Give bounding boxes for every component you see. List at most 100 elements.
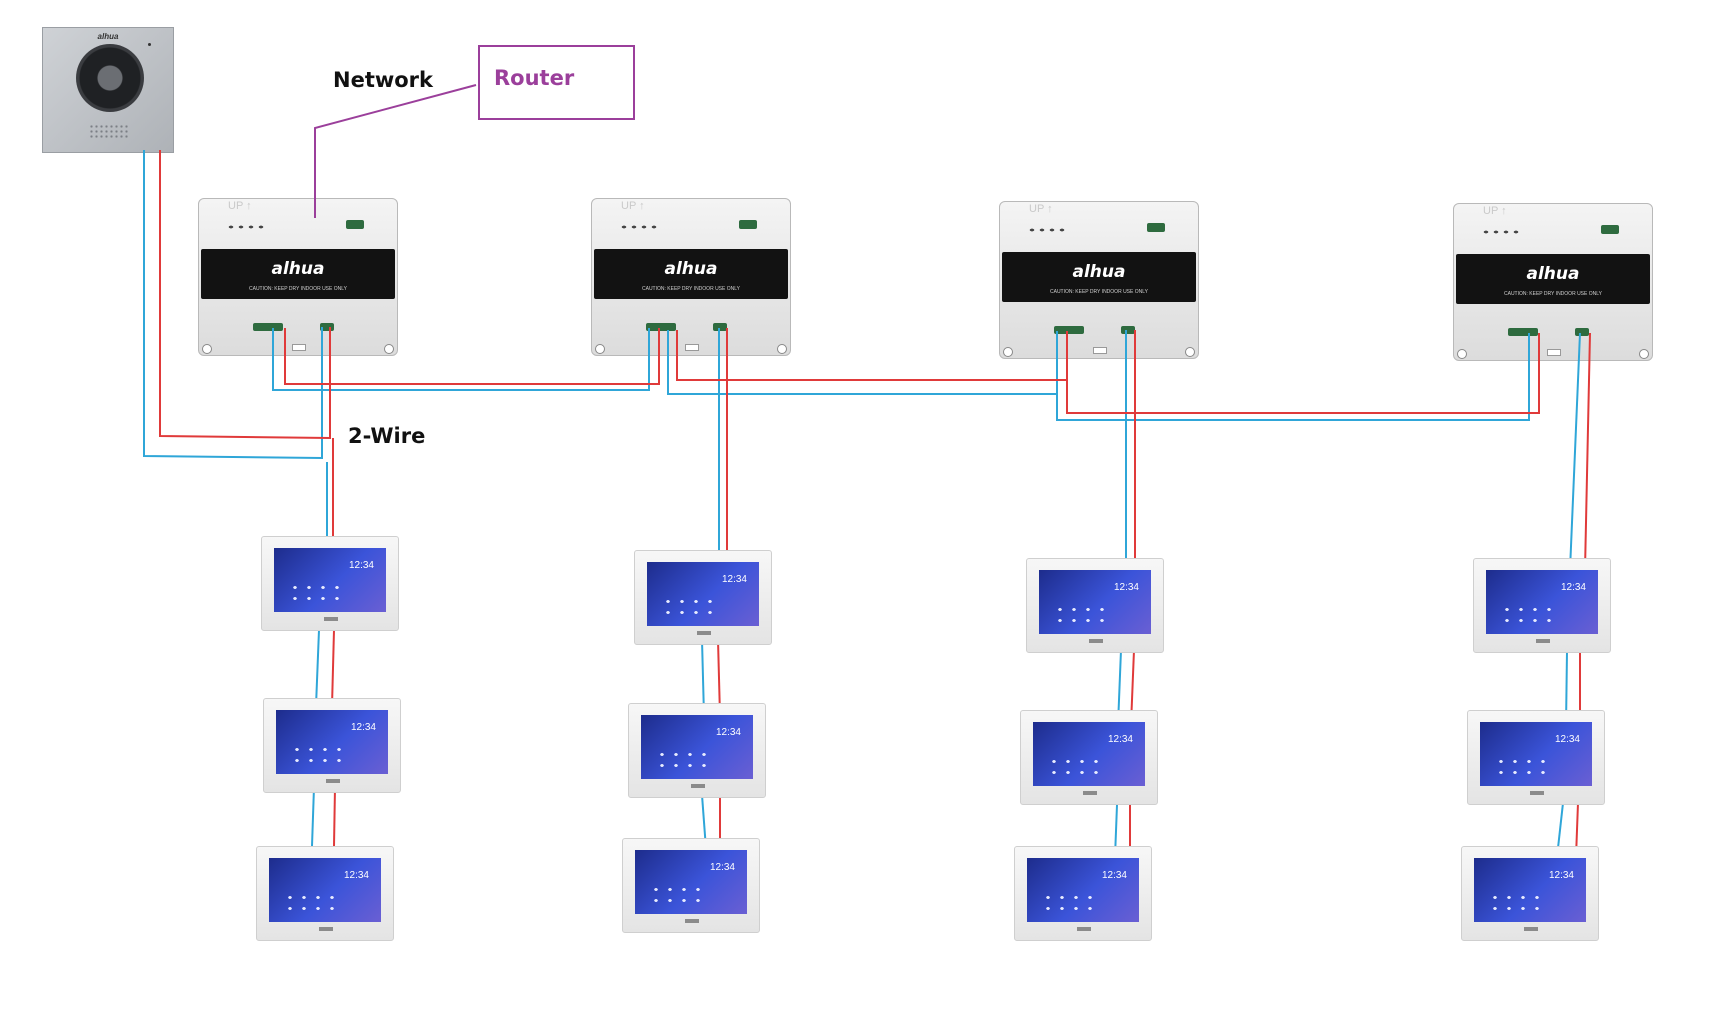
app-icons <box>283 892 343 914</box>
monitor-logo <box>326 779 340 783</box>
monitor-screen: 12:34 <box>635 850 747 914</box>
distributor-3: UP ↑ alhua CAUTION: KEEP DRY INDOOR USE … <box>999 201 1199 359</box>
monitor-screen: 12:34 <box>1027 858 1139 922</box>
terminal-out <box>320 323 334 331</box>
monitor-screen: 12:34 <box>1033 722 1145 786</box>
distributor-panel: alhua CAUTION: KEEP DRY INDOOR USE ONLY <box>1456 254 1650 304</box>
indoor-monitor: 12:34 <box>1467 710 1605 805</box>
distributor-caution: CAUTION: KEEP DRY INDOOR USE ONLY <box>1504 291 1602 297</box>
speaker-grill <box>89 124 129 138</box>
app-icons <box>288 582 348 604</box>
distributor-caution: CAUTION: KEEP DRY INDOOR USE ONLY <box>249 286 347 292</box>
indoor-monitor: 12:34 <box>1473 558 1611 653</box>
monitor-screen: 12:34 <box>641 715 753 779</box>
distributor-logo: alhua <box>664 259 718 279</box>
monitor-logo <box>324 617 338 621</box>
app-icons <box>649 884 709 906</box>
monitor-screen: 12:34 <box>1039 570 1151 634</box>
terminal-out <box>1121 326 1135 334</box>
distributor-switch <box>346 220 364 229</box>
distributor-up-label: UP ↑ <box>621 200 645 212</box>
distributor-logo: alhua <box>1526 264 1580 284</box>
mount-hole <box>1003 347 1013 357</box>
monitor-logo <box>319 927 333 931</box>
distributor-logo: alhua <box>271 259 325 279</box>
monitor-screen: 12:34 <box>647 562 759 626</box>
app-icons <box>661 596 721 618</box>
distributor-logo: alhua <box>1072 262 1126 282</box>
router-label: Router <box>494 66 575 90</box>
monitor-logo <box>697 631 711 635</box>
monitor-logo <box>1077 927 1091 931</box>
monitor-logo <box>691 784 705 788</box>
network-label: Network <box>333 68 434 92</box>
mount-hole <box>1457 349 1467 359</box>
indoor-monitor: 12:34 <box>634 550 772 645</box>
app-icons <box>1047 756 1107 778</box>
mount-hole <box>202 344 212 354</box>
mount-hole <box>595 344 605 354</box>
distributor-switch <box>739 220 757 229</box>
network-cable <box>314 84 477 218</box>
terminal-updown <box>253 323 283 331</box>
app-icons <box>1494 756 1554 778</box>
terminal-out <box>1575 328 1589 336</box>
terminal-updown <box>1508 328 1538 336</box>
indoor-monitor: 12:34 <box>1014 846 1152 941</box>
distributor-slot <box>685 344 699 351</box>
door-station-brand: alhua <box>97 32 119 41</box>
distributor-slot <box>1093 347 1107 354</box>
app-icons <box>1053 604 1113 626</box>
indoor-monitor: 12:34 <box>263 698 401 793</box>
distributor-2: UP ↑ alhua CAUTION: KEEP DRY INDOOR USE … <box>591 198 791 356</box>
distributor-leds <box>226 224 266 230</box>
monitor-screen: 12:34 <box>274 548 386 612</box>
app-icons <box>1488 892 1548 914</box>
terminal-updown <box>646 323 676 331</box>
indoor-monitor: 12:34 <box>1026 558 1164 653</box>
monitor-time: 12:34 <box>1107 734 1133 745</box>
distributor-switch <box>1601 225 1619 234</box>
monitor-logo <box>685 919 699 923</box>
distributor-leds <box>1027 227 1067 233</box>
indoor-monitor: 12:34 <box>261 536 399 631</box>
monitor-time: 12:34 <box>1548 870 1574 881</box>
distributor-up-label: UP ↑ <box>228 200 252 212</box>
door-station: alhua <box>42 27 174 153</box>
monitor-time: 12:34 <box>1101 870 1127 881</box>
monitor-time: 12:34 <box>1560 582 1586 593</box>
distributor-panel: alhua CAUTION: KEEP DRY INDOOR USE ONLY <box>201 249 395 299</box>
router-box: Router <box>478 45 635 120</box>
app-icons <box>290 744 350 766</box>
monitor-time: 12:34 <box>715 727 741 738</box>
mount-hole <box>777 344 787 354</box>
monitor-time: 12:34 <box>709 862 735 873</box>
monitor-logo <box>1524 927 1538 931</box>
indoor-monitor: 12:34 <box>622 838 760 933</box>
distributor-leds <box>619 224 659 230</box>
distributor-caution: CAUTION: KEEP DRY INDOOR USE ONLY <box>642 286 740 292</box>
monitor-time: 12:34 <box>350 722 376 733</box>
mount-hole <box>1185 347 1195 357</box>
app-icons <box>1041 892 1101 914</box>
indoor-monitor: 12:34 <box>256 846 394 941</box>
distributor-leds <box>1481 229 1521 235</box>
distributor-1: UP ↑ alhua CAUTION: KEEP DRY INDOOR USE … <box>198 198 398 356</box>
monitor-time: 12:34 <box>1554 734 1580 745</box>
mount-hole <box>384 344 394 354</box>
indoor-monitor: 12:34 <box>628 703 766 798</box>
distributor-slot <box>292 344 306 351</box>
terminal-updown <box>1054 326 1084 334</box>
monitor-time: 12:34 <box>343 870 369 881</box>
indoor-monitor: 12:34 <box>1461 846 1599 941</box>
indoor-monitor: 12:34 <box>1020 710 1158 805</box>
monitor-screen: 12:34 <box>1480 722 1592 786</box>
monitor-logo <box>1530 791 1544 795</box>
monitor-screen: 12:34 <box>1486 570 1598 634</box>
distributor-up-label: UP ↑ <box>1483 205 1507 217</box>
distributor-panel: alhua CAUTION: KEEP DRY INDOOR USE ONLY <box>594 249 788 299</box>
app-icons <box>655 749 715 771</box>
terminal-out <box>713 323 727 331</box>
monitor-time: 12:34 <box>721 574 747 585</box>
